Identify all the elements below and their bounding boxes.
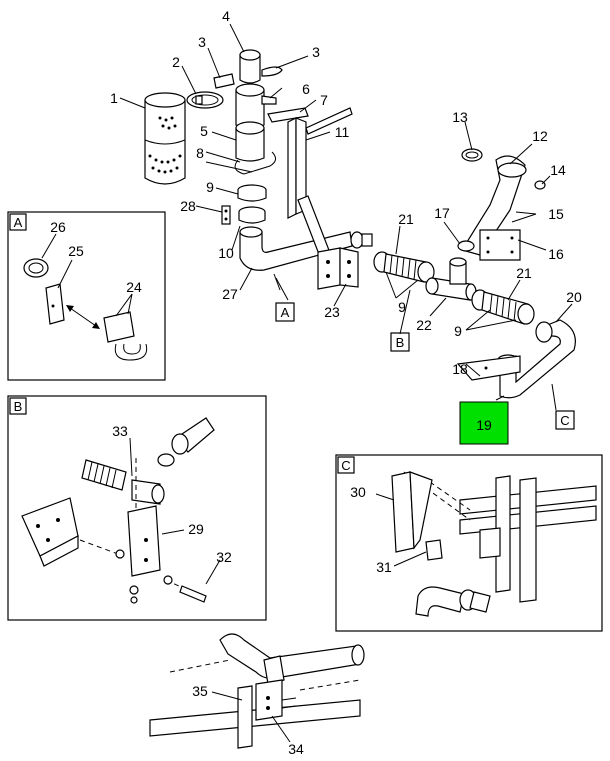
- callout-25: 25: [68, 243, 84, 259]
- callout-6: 6: [302, 81, 310, 97]
- part-19-highlight[interactable]: [459, 401, 509, 445]
- upper-clamp: [213, 73, 235, 89]
- callout-17: 17: [434, 205, 450, 221]
- callout-3a: 3: [198, 34, 206, 50]
- callout-31: 31: [376, 559, 392, 575]
- callout-2: 2: [172, 54, 180, 70]
- callout-21b: 21: [516, 265, 532, 281]
- ref-a-label: A: [281, 305, 290, 320]
- callout-21a: 21: [398, 211, 414, 227]
- callout-9a: 9: [206, 179, 214, 195]
- callout-29: 29: [188, 521, 204, 537]
- detail-c: C 30 31: [335, 454, 603, 632]
- callout-24: 24: [126, 279, 142, 295]
- detail-a: A 26 25 24: [7, 211, 166, 381]
- callout-32: 32: [216, 549, 232, 565]
- callout-9c: 9: [454, 323, 462, 339]
- callout-13: 13: [452, 109, 468, 125]
- ref-box-c[interactable]: [555, 410, 575, 430]
- muffler: [144, 92, 186, 185]
- ref-box-a[interactable]: [275, 302, 295, 322]
- callout-20: 20: [566, 289, 582, 305]
- callout-14: 14: [550, 162, 566, 178]
- part-19-label: 19: [476, 417, 492, 433]
- adapter: [234, 121, 276, 175]
- tee-pipe: [425, 257, 477, 301]
- callout-15: 15: [548, 206, 564, 222]
- callout-4: 4: [222, 8, 230, 24]
- callout-33: 33: [112, 423, 128, 439]
- callout-30: 30: [350, 484, 366, 500]
- detail-b-title: B: [14, 399, 23, 414]
- callout-26: 26: [50, 219, 66, 235]
- callout-35: 35: [192, 683, 208, 699]
- lower-right-pipe: [456, 319, 576, 399]
- callout-10: 10: [218, 245, 234, 261]
- stack-clamps: [237, 184, 267, 224]
- support-frame: [287, 107, 353, 263]
- detail-a-title: A: [14, 215, 23, 230]
- mount-bracket: [317, 247, 359, 290]
- callout-3b: 3: [312, 44, 320, 60]
- callout-1: 1: [110, 90, 118, 106]
- callout-27: 27: [222, 286, 238, 302]
- flex-hose-left: [373, 251, 435, 283]
- detail-b: B: [7, 395, 267, 621]
- flex-hose-right: [471, 289, 535, 325]
- clamp-band: [186, 91, 224, 109]
- callout-18: 18: [452, 361, 468, 377]
- callout-7: 7: [320, 92, 328, 108]
- ref-b-label: B: [396, 335, 405, 350]
- leader-lines-main: [119, 23, 573, 411]
- callout-9b: 9: [398, 299, 406, 315]
- callout-28: 28: [180, 198, 196, 214]
- callout-23: 23: [324, 304, 340, 320]
- callout-12: 12: [532, 128, 548, 144]
- callout-34: 34: [288, 741, 304, 757]
- upper-right-pipe: [457, 148, 546, 261]
- callout-16: 16: [548, 246, 564, 262]
- main-assembly: 19 A B C: [110, 8, 582, 445]
- rain-cap: [239, 49, 283, 84]
- small-plate: [221, 205, 231, 225]
- detail-c-title: C: [341, 458, 350, 473]
- bottom-detail: 35 34: [149, 633, 365, 757]
- callout-8: 8: [196, 145, 204, 161]
- callout-22: 22: [416, 317, 432, 333]
- callout-11: 11: [335, 124, 350, 140]
- ref-c-label: C: [560, 413, 569, 428]
- stack-pipe: [235, 83, 309, 129]
- callout-5: 5: [200, 123, 208, 139]
